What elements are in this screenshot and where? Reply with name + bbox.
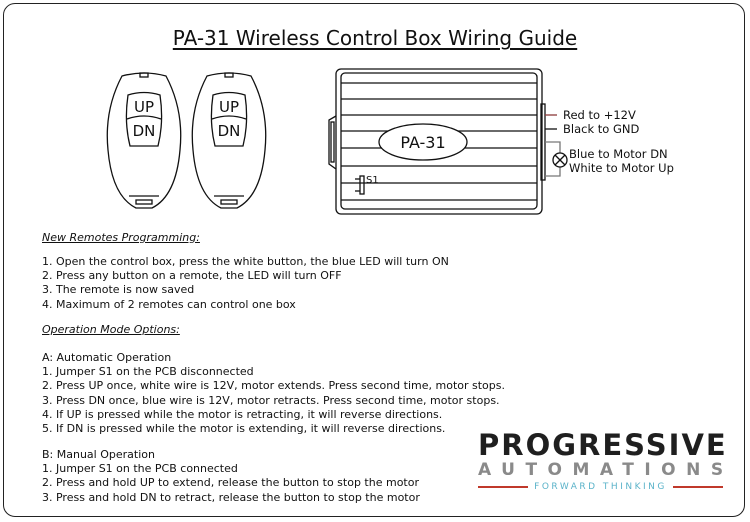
programming-steps: 1. Open the control box, press the white… [42,255,449,312]
company-logo: PROGRESSIVE AUTOMATIONS FORWARD THINKING [478,428,734,492]
logo-line2: AUTOMATIONS [478,460,734,480]
dn-button-label: DN [133,122,156,140]
step: 5. If DN is pressed while the motor is e… [42,422,446,436]
step: 2. Press UP once, white wire is 12V, mot… [42,379,505,393]
step: 1. Jumper S1 on the PCB disconnected [42,365,254,379]
page-border [3,3,745,517]
step: 3. Press DN once, blue wire is 12V, moto… [42,393,500,407]
remote-2: UP DN [191,72,267,209]
automatic-operation: A: Automatic Operation 1. Jumper S1 on t… [42,351,505,436]
remote-1: UP DN [106,72,182,209]
box-label: PA-31 [400,133,445,152]
page-title: PA-31 Wireless Control Box Wiring Guide [172,26,578,50]
programming-heading: New Remotes Programming: [42,231,200,244]
logo-tagline: FORWARD THINKING [534,482,667,492]
logo-tagline-row: FORWARD THINKING [478,482,724,492]
wire-label-blue: Blue to Motor DN [569,147,668,161]
jumper-s1: S1 [355,175,379,195]
step: 2. Press any button on a remote, the LED… [42,269,342,283]
wire-label-red: Red to +12V [563,108,636,122]
step: 2. Press and hold UP to extend, release … [42,476,419,490]
step: 1. Jumper S1 on the PCB connected [42,462,238,476]
wire-label-white: White to Motor Up [569,161,674,175]
step: 1. Open the control box, press the white… [42,255,449,268]
wiring-diagram: UP DN UP DN PA-31 S1 [106,68,674,215]
wire-label-black: Black to GND [563,122,639,136]
step: 4. If UP is pressed while the motor is r… [42,407,443,421]
control-box: PA-31 S1 Red to +12V Black to GND Blue t… [328,68,674,215]
step: 3. Press and hold DN to retract, release… [42,490,420,504]
manual-operation: B: Manual Operation 1. Jumper S1 on the … [42,448,420,505]
operation-heading: Operation Mode Options: [42,323,180,336]
section-title: B: Manual Operation [42,448,155,461]
section-title: A: Automatic Operation [42,351,172,364]
dn-button-label: DN [218,122,241,140]
up-button-label: UP [134,98,154,116]
step: 4. Maximum of 2 remotes can control one … [42,297,296,311]
step: 3. The remote is now saved [42,283,195,297]
logo-line1: PROGRESSIVE [478,428,728,462]
svg-text:S1: S1 [366,175,379,186]
up-button-label: UP [219,98,239,116]
